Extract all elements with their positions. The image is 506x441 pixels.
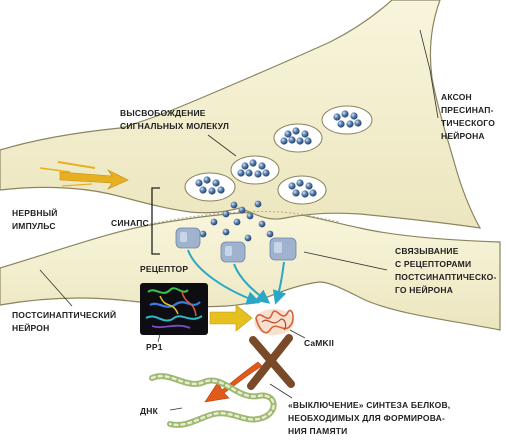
nerve-impulse-arrows [39,161,129,190]
pp1-arrow [209,304,253,332]
camkii-molecule [254,309,294,335]
pp1-leader [157,333,161,343]
vesicle-3 [230,155,280,185]
receptor-label: РЕЦЕПТОР [140,264,188,274]
dna-leader [169,407,183,411]
synapse-label: СИНАПС [111,218,149,228]
vesicle-4 [184,172,236,202]
pp1-molecule [140,283,208,335]
signal-arrows [187,249,287,305]
vesicle-1 [273,123,323,153]
block-cross [247,334,295,390]
nerve-impulse-label: НЕРВНЫЙ ИМПУЛЬС [12,207,60,231]
camkii-label: CaMKII [304,338,334,348]
receptor-2 [220,241,246,263]
pp1-label: PP1 [146,342,163,352]
receptor-1 [175,227,201,249]
presynaptic-axon-terminal [0,0,482,229]
dna-label: ДНК [140,406,159,416]
camkii-leader [289,329,306,339]
block-arrow [204,361,263,403]
switch-off-label: «ВЫКЛЮЧЕНИЕ» СИНТЕЗА БЕЛКОВ, НЕОБХОДИМЫХ… [288,400,453,436]
synapse-bracket [151,187,160,255]
vesicle-5 [277,175,327,205]
release-label: ВЫСВОБОЖДЕНИЕ СИГНАЛЬНЫХ МОЛЕКУЛ [120,108,229,131]
dna-helix [149,373,277,428]
postsynaptic-label: ПОСТСИНАПТИЧЕСКИЙ НЕЙРОН [12,309,119,333]
synaptic-cleft [149,211,341,225]
binding-leader [303,251,388,271]
switch-off-leader [269,383,293,399]
axon-leader [419,29,439,119]
release-leader [207,134,237,157]
released-molecules [199,200,274,242]
binding-label: СВЯЗЫВАНИЕ С РЕЦЕПТОРАМИ ПОСТСИНАПТИЧЕСК… [395,246,499,295]
receptor-3 [269,237,297,261]
postsynaptic-leader [39,269,73,307]
axon-label: АКСОН ПРЕСИНАП- ТИЧЕСКОГО НЕЙРОНА [441,92,498,141]
vesicle-2 [321,105,373,135]
